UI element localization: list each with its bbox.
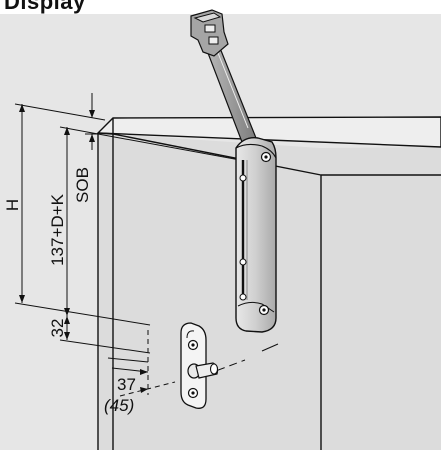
dimension-137dk — [64, 127, 70, 316]
dim-label-37: 37 — [117, 375, 136, 394]
dimension-sob — [89, 93, 95, 150]
lift-bracket — [190, 9, 229, 57]
dim-label-137dk: 137+D+K — [48, 193, 67, 265]
title-strip: Display — [0, 0, 441, 14]
page-title: Display — [4, 0, 86, 14]
dim-label-45: (45) — [104, 396, 134, 415]
mounting-plate — [180, 322, 219, 409]
dim-label-h: H — [3, 199, 22, 211]
dimension-37 — [111, 367, 176, 397]
dim-label-sob: SOB — [73, 167, 92, 203]
dimension-extension-lines — [14, 103, 241, 395]
dimension-h — [19, 104, 25, 303]
lift-housing — [235, 137, 277, 333]
dim-label-32: 32 — [48, 319, 67, 338]
dimension-32 — [64, 316, 70, 340]
